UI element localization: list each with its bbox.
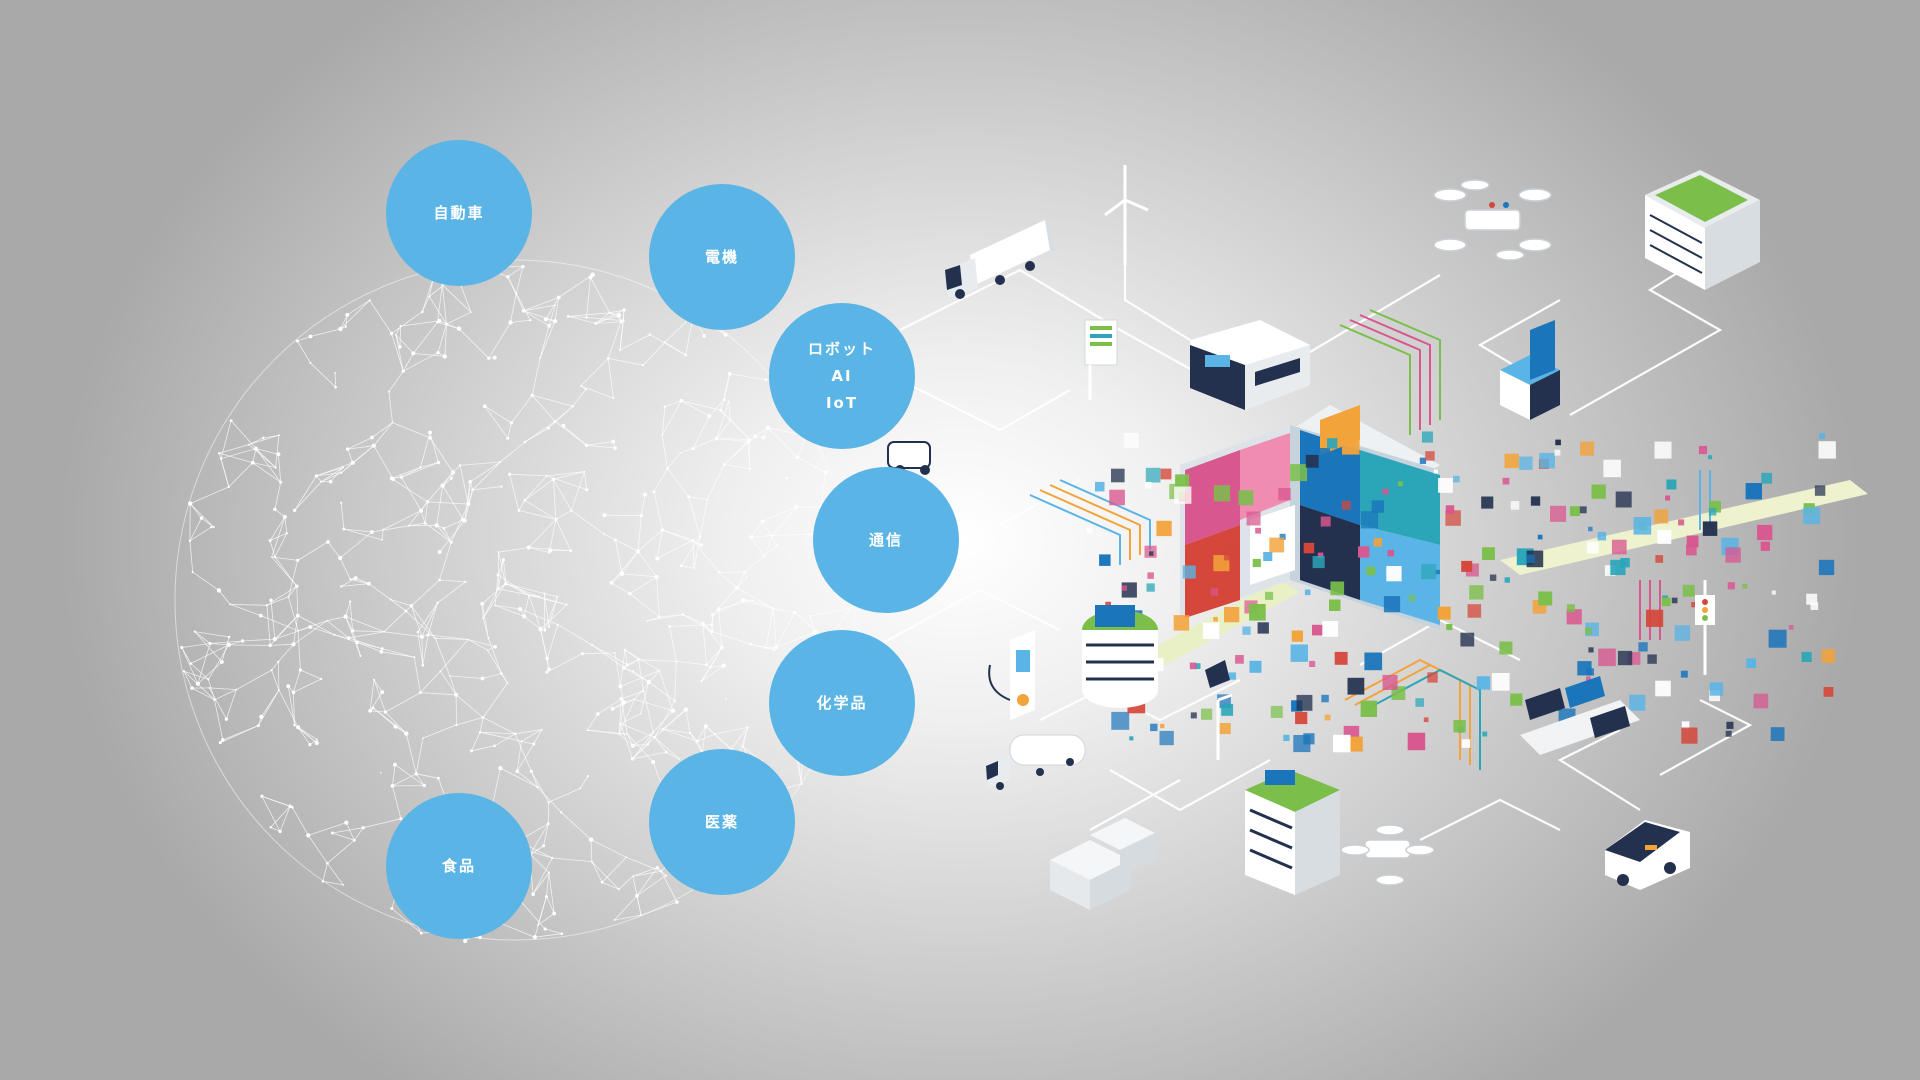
- solar-tower-icon: [1500, 320, 1560, 420]
- bubble-automobile[interactable]: 自動車: [386, 140, 532, 286]
- bubble-label-line3: IoT: [825, 393, 859, 412]
- bubble-telecom[interactable]: 通信: [813, 467, 959, 613]
- drone-icon: [1433, 179, 1552, 261]
- bubble-chemical[interactable]: 化学品: [769, 630, 915, 776]
- connection-lines: [869, 245, 1753, 841]
- signboard-icon: [1084, 319, 1118, 400]
- data-cube-icon: [1180, 405, 1440, 630]
- bubble-label: 自動車: [433, 203, 485, 222]
- streetlight-icon: [1205, 660, 1233, 760]
- bubble-label: 食品: [441, 856, 476, 875]
- truck-icon: [945, 220, 1055, 299]
- bubble-label: 電機: [704, 247, 739, 266]
- bubble-food[interactable]: 食品: [386, 793, 532, 939]
- pixel-blocks: [1085, 431, 1836, 753]
- data-stripes: [1029, 309, 1711, 770]
- tanker-truck-icon: [985, 734, 1086, 790]
- drone-icon: [1340, 824, 1435, 886]
- autonomous-car-icon: [1605, 820, 1690, 890]
- air-conditioner-icon: [1050, 818, 1155, 910]
- bubble-pharma[interactable]: 医薬: [649, 749, 795, 895]
- solar-panel-icon: [1520, 676, 1640, 755]
- green-roof-building-icon: [1082, 605, 1158, 708]
- office-tower-icon: [1245, 770, 1340, 895]
- bubble-label-line1: ロボット: [807, 339, 876, 358]
- bubble-label: 通信: [868, 530, 903, 549]
- traffic-light-icon: [1695, 580, 1715, 675]
- bubble-label: 医薬: [704, 812, 739, 831]
- bubble-label: 化学品: [816, 693, 868, 712]
- wind-turbine-icon: [1104, 165, 1149, 265]
- bubble-electrical[interactable]: 電機: [649, 184, 795, 330]
- bus-icon: [1190, 320, 1310, 410]
- ev-charger-icon: [988, 630, 1035, 720]
- bubble-label-line2: AI: [831, 366, 853, 385]
- green-roof-building-icon: [1645, 170, 1760, 290]
- bubble-robot-ai-iot[interactable]: ロボット AI IoT: [769, 303, 915, 449]
